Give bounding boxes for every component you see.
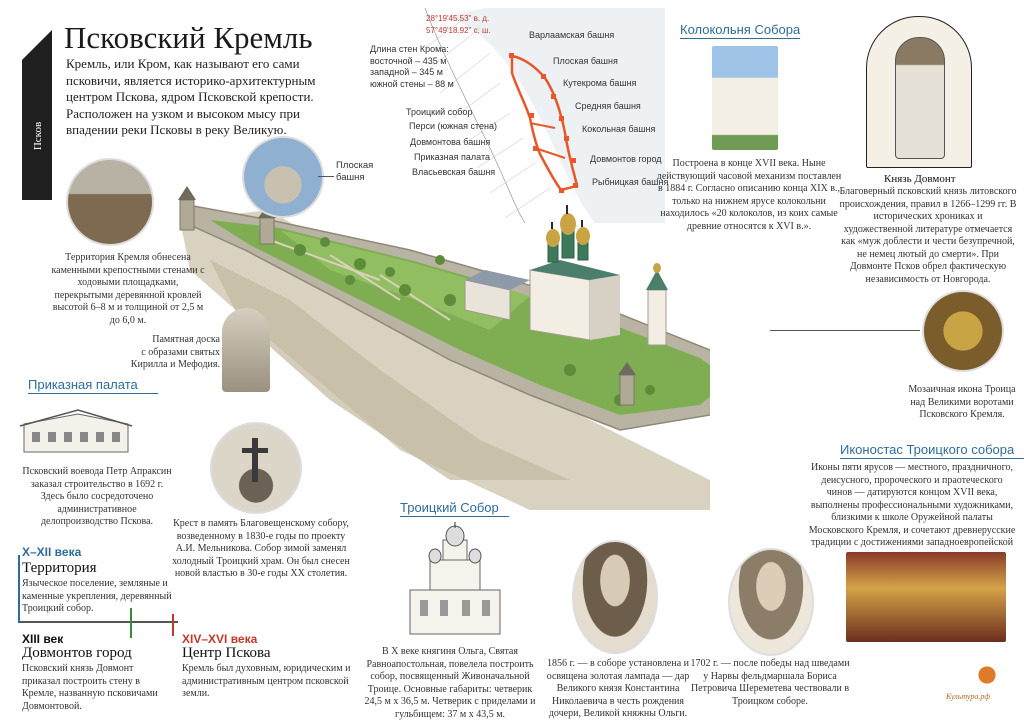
map-label-r6: Рыбницкая башня (592, 177, 669, 187)
timeline-marker-1 (18, 555, 20, 623)
prikaz-caption: Псковский воевода Петр Апраксин заказал … (22, 466, 172, 527)
timeline-marker-3 (172, 614, 174, 636)
plaque-photo (222, 308, 270, 392)
cross-photo (210, 422, 302, 514)
mosaic-trinity-photo (922, 290, 1004, 372)
timeline-period2-years: XIII век (22, 632, 64, 646)
map-label-r3: Средняя башня (575, 101, 641, 111)
trinity-header: Троицкий Собор (400, 500, 509, 517)
wall-walkway-photo (66, 158, 154, 246)
cross-icon (252, 438, 258, 482)
bell-caption: Построена в конце XVII века. Ныне действ… (656, 158, 842, 232)
map-label-1: Перси (южная стена) (409, 121, 498, 131)
timeline-period2-title: Довмонтов город (22, 645, 132, 661)
timeline-period2-text: Псковский князь Довмонт приказал построи… (22, 663, 158, 712)
ploskaya-leader (318, 176, 334, 177)
map-label-r4: Кокольная башня (582, 124, 656, 134)
bell-header: Колокольня Собора (680, 22, 801, 39)
portrait-grand-duke (572, 540, 658, 654)
timeline-period1-years: X–XII века (22, 545, 82, 559)
bell-tower-photo (712, 46, 778, 150)
dovmont-figure (895, 37, 945, 159)
map-label-r0: Варлаамская башня (529, 30, 615, 40)
side-tab: Псков (22, 30, 52, 200)
intro-text: Кремль, или Кром, как называют его сами … (66, 56, 316, 137)
map-label-0: Троицкий собор (406, 107, 473, 117)
timeline-line (18, 621, 178, 623)
page-title: Псковский Кремль (64, 20, 313, 55)
signature-logo (972, 660, 1002, 690)
iconostasis-photo (846, 552, 1006, 642)
timeline-period1-text: Языческое поселение, земляные и каменные… (22, 578, 172, 614)
dovmont-icon (866, 16, 972, 168)
kremlin-illustration (178, 186, 710, 510)
timeline-period3-years: XIV–XVI века (182, 632, 258, 646)
portrait1-caption: 1856 г. — в соборе установлена и освящен… (546, 658, 690, 719)
cross-caption: Крест в память Благовещенскому собору, в… (172, 518, 350, 579)
side-tab-label: Псков (32, 121, 44, 151)
prikaz-header: Приказная палата (28, 377, 158, 394)
map-wall-lengths: Длина стен Крома: восточной – 435 м запа… (370, 44, 454, 89)
map-label-3: Приказная палата (414, 152, 490, 162)
map-label-r5: Довмонтов город (590, 154, 662, 164)
timeline-period3-text: Кремль был духовным, юридическим и админ… (182, 663, 351, 699)
trinity-sketch (409, 522, 501, 635)
map-label-2: Довмонтова башня (410, 137, 491, 147)
timeline-marker-2 (130, 608, 132, 638)
map-coord-lon: 57°49'18.92" с. ш. (426, 26, 491, 35)
iconostasis-caption: Иконы пяти ярусов — местного, празднично… (808, 462, 1016, 561)
map-label-r1: Плоская башня (553, 56, 618, 66)
walls-caption: Территория Кремля обнесена каменными кре… (51, 252, 205, 326)
mosaic-caption: Мозаичная икона Троица над Великими воро… (908, 384, 1016, 420)
ploskaya-tower-label: Плоская башня (336, 160, 374, 183)
signature-text: Культура.рф (946, 692, 991, 701)
mosaic-leader (770, 330, 920, 331)
iconostasis-header: Иконостас Троицкого собора (840, 442, 1024, 459)
prikaz-sketch (19, 409, 133, 453)
dovmont-name: Князь Довмонт (884, 173, 956, 185)
portrait-sheremetev (728, 548, 814, 656)
map-label-r2: Кутекрома башня (563, 78, 637, 88)
kremlin-map (424, 8, 665, 223)
ploskaya-tower-photo (242, 136, 324, 218)
portrait2-caption: 1702 г. — после победы над шведами у Нар… (690, 658, 850, 707)
map-coord-lat: 28°19'45.53" в. д. (426, 14, 490, 23)
map-label-4: Власьевская башня (412, 167, 496, 177)
timeline-period3-title: Центр Пскова (182, 645, 271, 661)
timeline-period1-title: Территория (22, 560, 97, 576)
dovmont-caption: Благоверный псковский князь литовского п… (839, 186, 1017, 285)
trinity-caption: В X веке княгиня Ольга, Святая Равноапос… (364, 646, 536, 720)
plaque-caption: Памятная доска с образами святых Кирилла… (130, 334, 220, 370)
